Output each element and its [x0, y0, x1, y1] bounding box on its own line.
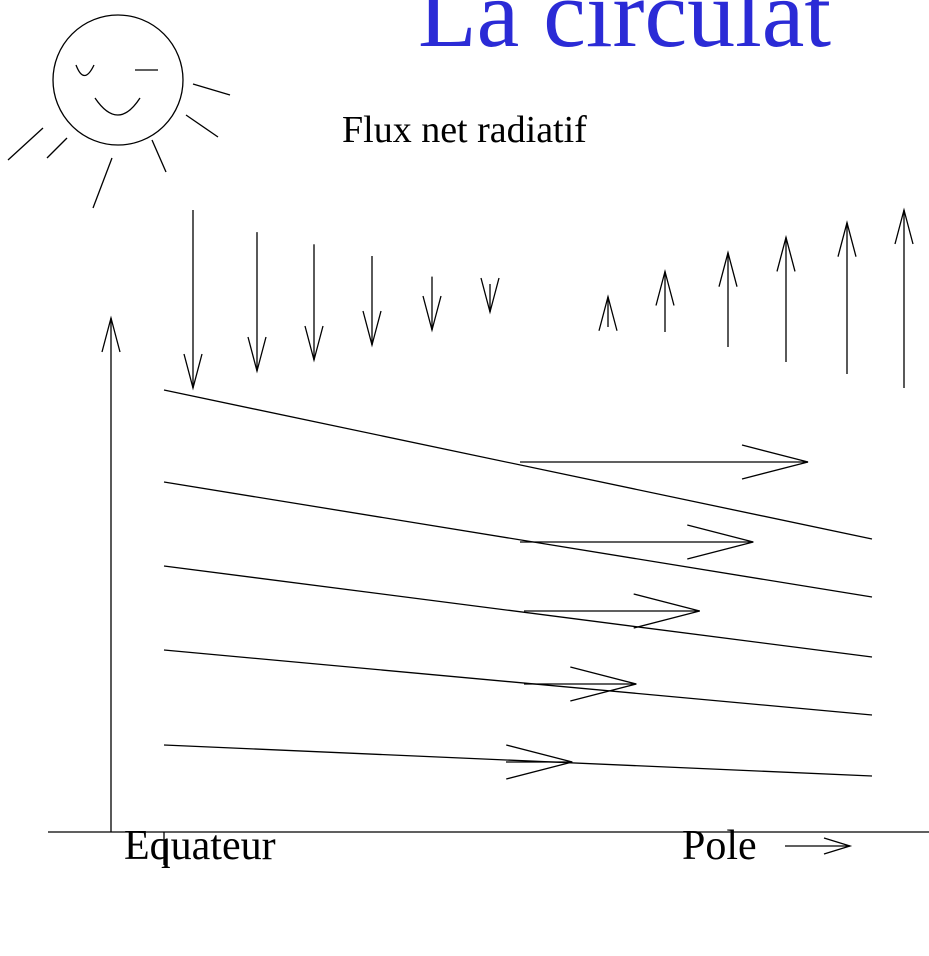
flux-heading: Flux net radiatif [342, 109, 587, 151]
flux-arrow-down [247, 232, 267, 374]
flux-arrow-head [183, 353, 203, 391]
flux-arrow-up [655, 268, 675, 332]
transport-arrow-head [506, 744, 573, 780]
flux-arrow-head [718, 250, 738, 287]
flux-arrow-head [247, 336, 267, 374]
isoline [163, 565, 873, 658]
sun-ray [151, 139, 167, 173]
transport-arrow [520, 524, 754, 560]
flux-arrow-down [422, 276, 442, 333]
pole-label: Pole [682, 823, 757, 869]
isolines [163, 389, 873, 777]
flux-arrow-up [776, 234, 796, 362]
flux-arrow-down [362, 256, 382, 348]
sun-ray [192, 83, 231, 96]
flux-arrow-head [304, 325, 324, 363]
sun-eye-left [75, 64, 95, 77]
flux-arrow-down [480, 277, 500, 315]
isoline [163, 744, 873, 777]
sun-ray [46, 137, 68, 159]
isoline [163, 389, 873, 540]
flux-arrow-head [422, 295, 442, 333]
flux-arrow-up [837, 220, 857, 374]
transport-arrow-head [687, 524, 754, 560]
flux-arrow-head [837, 220, 857, 257]
sun-mouth [94, 97, 141, 116]
flux-arrow-up [894, 207, 914, 388]
flux-arrow-up [598, 294, 618, 331]
flux-arrow-head [598, 294, 618, 331]
flux-arrow-head [655, 268, 675, 306]
heat-transport-arrows [506, 444, 809, 780]
pole-arrow-head [823, 837, 853, 855]
sun-ray [185, 114, 219, 138]
radiative-flux-arrows [183, 207, 914, 391]
flux-arrow-down [183, 210, 203, 391]
flux-arrow-head [480, 277, 500, 315]
transport-arrow-head [741, 444, 809, 480]
transport-arrow [506, 744, 573, 780]
arrow-right-icon [785, 837, 853, 855]
sun-ray [92, 157, 113, 209]
transport-arrow [520, 444, 809, 480]
flux-arrow-up [718, 250, 738, 347]
slide-title: La circulat [418, 0, 832, 67]
sun-face [52, 14, 184, 146]
y-axis-arrowhead [101, 315, 121, 353]
flux-arrow-head [362, 310, 382, 348]
axes [48, 315, 929, 865]
flux-arrow-head [776, 234, 796, 272]
sun-ray [7, 127, 44, 161]
flux-arrow-head [894, 207, 914, 245]
transport-arrow-head [633, 593, 700, 629]
flux-arrow-down [304, 244, 324, 363]
isoline [163, 649, 873, 716]
transport-arrow [524, 593, 700, 629]
transport-arrow-head [570, 666, 637, 702]
sun-icon [7, 14, 231, 209]
equator-label: Equateur [124, 823, 276, 869]
transport-arrow [524, 666, 637, 702]
isoline [163, 481, 873, 598]
